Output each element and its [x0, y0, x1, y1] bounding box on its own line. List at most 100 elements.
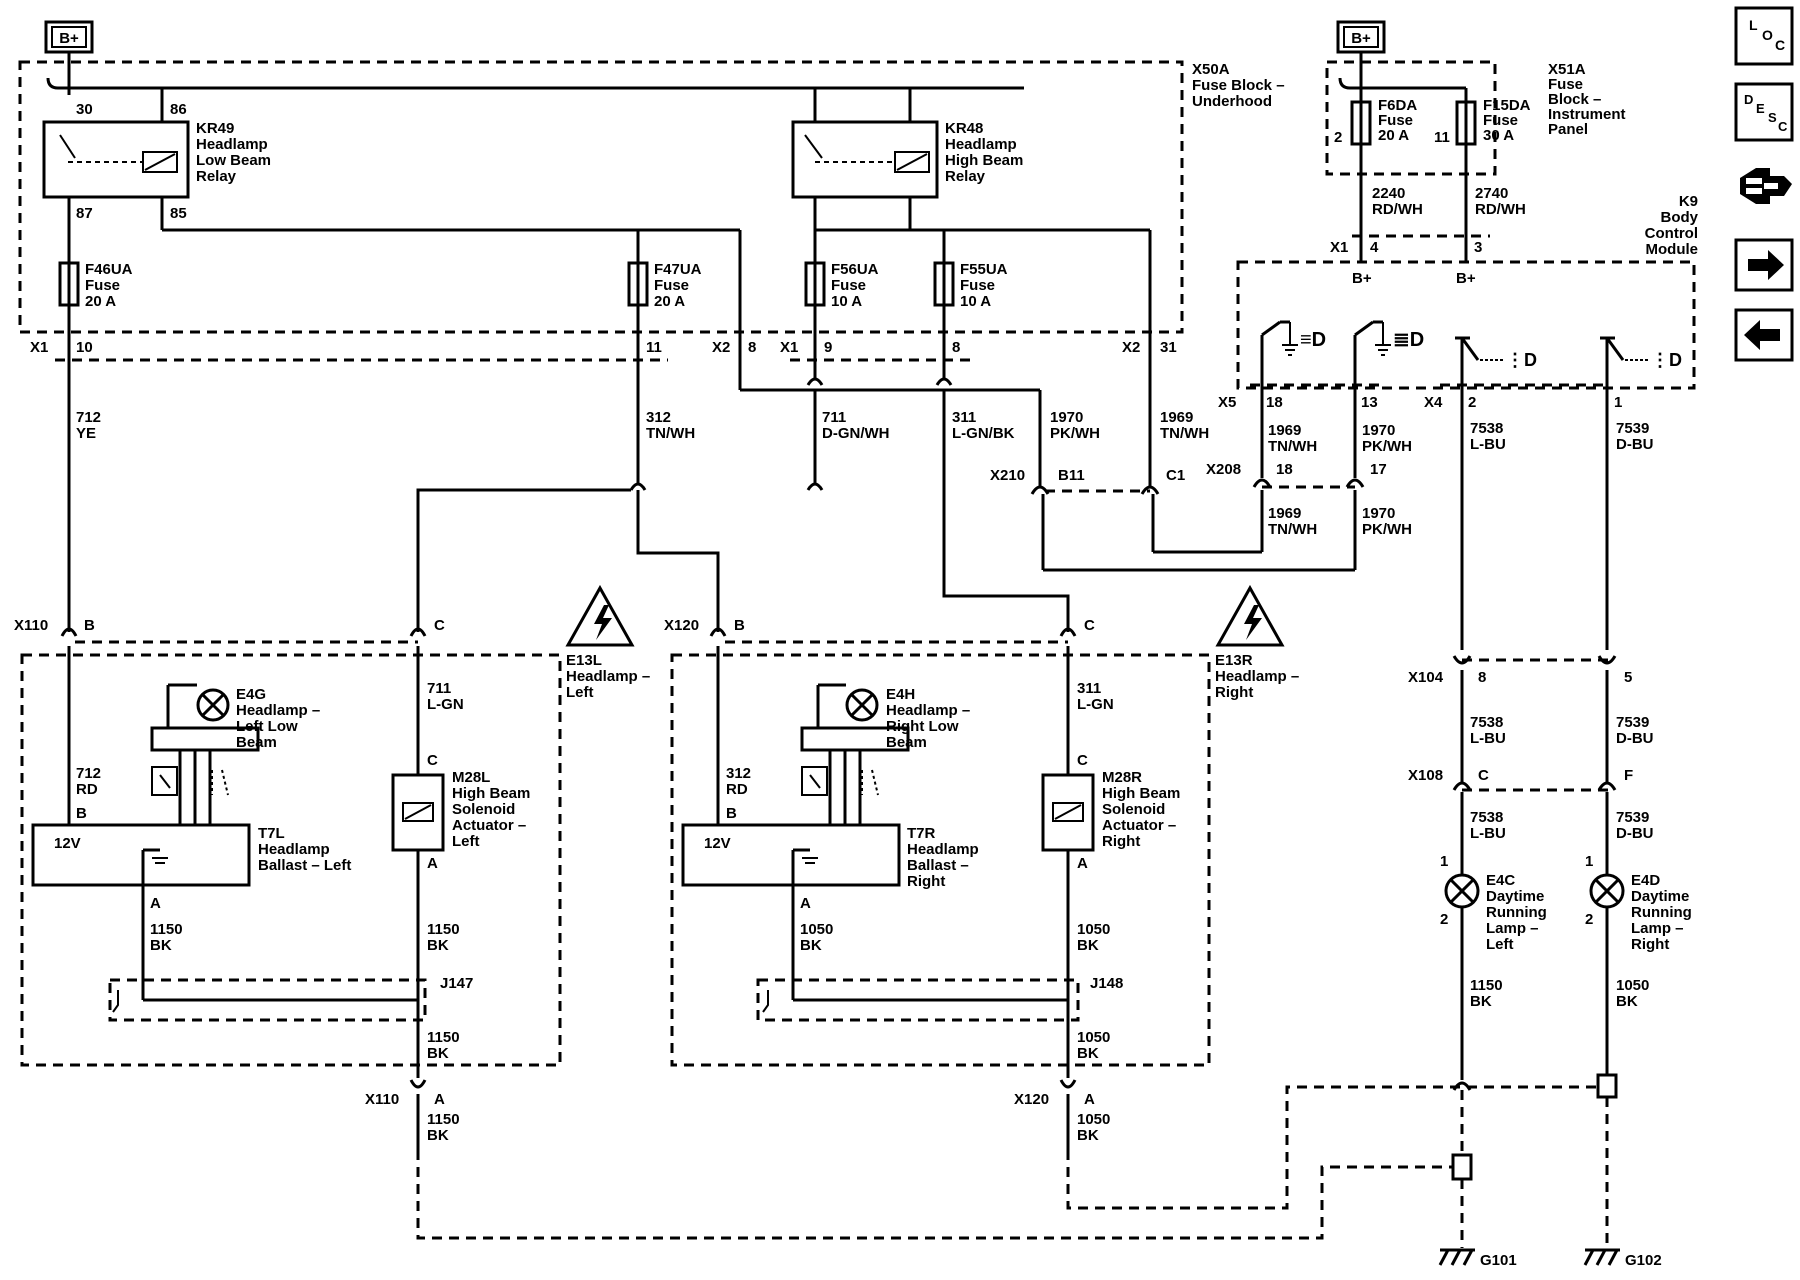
- fuse-f15da: [1455, 100, 1477, 146]
- f15da-type: Fuse: [1483, 112, 1518, 129]
- x51a-label-line2: Block –: [1548, 91, 1601, 108]
- f47ua-type: Fuse: [654, 277, 689, 294]
- k9-low-beam-output-switch: [1260, 320, 1298, 385]
- t7r-voltage: 12V: [704, 835, 731, 852]
- x1-pin10: 10: [76, 339, 93, 356]
- w311lgn-color: L-GN/BK: [952, 425, 1015, 442]
- e4h-low-beam-lamp: [800, 683, 910, 825]
- x108-pin-f: F: [1624, 767, 1633, 784]
- m28l-solenoid-actuator: [391, 773, 445, 852]
- high-beam-icon: ≣D: [1393, 329, 1424, 351]
- kr49-label-line3: Relay: [196, 168, 237, 185]
- w1970top-num: 1970: [1050, 409, 1083, 426]
- f6da-label: F6DA: [1378, 97, 1417, 114]
- kr49-label-line2: Low Beam: [196, 152, 271, 169]
- kr49-pin-30: 30: [76, 101, 93, 118]
- description-button[interactable]: D E S C: [1734, 82, 1794, 142]
- w1150e-color: BK: [1470, 993, 1492, 1010]
- svg-text:E: E: [1756, 101, 1765, 116]
- w7539b-num: 7539: [1616, 714, 1649, 731]
- fuse-f55ua: [933, 261, 955, 307]
- x5-label: X5: [1218, 394, 1236, 411]
- w7538b-color: L-BU: [1470, 730, 1506, 747]
- w1970b-color: PK/WH: [1362, 521, 1412, 538]
- e13l-label-line1: Headlamp –: [566, 668, 650, 685]
- x110-pin-c: C: [434, 617, 445, 634]
- w711dgn-num: 711: [822, 409, 846, 426]
- m28l-label-line4: Left: [452, 833, 480, 850]
- x104-label: X104: [1408, 669, 1444, 686]
- w312tnwh-num: 312: [646, 409, 671, 426]
- w711dgn-color: D-GN/WH: [822, 425, 890, 442]
- w711lgn-num: 711: [427, 680, 451, 697]
- m28r-label-line1: High Beam: [1102, 785, 1180, 802]
- x110-pin-a: A: [434, 1091, 445, 1108]
- kr49-label-line1: Headlamp: [196, 136, 268, 153]
- x208-pin18: 18: [1276, 461, 1293, 478]
- w7538b-num: 7538: [1470, 714, 1503, 731]
- f56ua-type: Fuse: [831, 277, 866, 294]
- w2240-num: 2240: [1372, 185, 1405, 202]
- kr49-relay: [42, 120, 190, 263]
- w1050d-num: 1050: [1077, 1111, 1110, 1128]
- e4d-drl-lamp-right: [1589, 873, 1625, 909]
- f56ua-rating: 10 A: [831, 293, 862, 310]
- esd-warning-icon: [1215, 584, 1285, 647]
- x4-label: X4: [1424, 394, 1443, 411]
- w7538a-color: L-BU: [1470, 436, 1506, 453]
- w7538a-num: 7538: [1470, 420, 1503, 437]
- x51a-fuse-block-outline: [1325, 60, 1497, 176]
- m28l-pin-a: A: [427, 855, 438, 872]
- w2240-color: RD/WH: [1372, 201, 1423, 218]
- kr49-label: KR49: [196, 120, 234, 137]
- bplus-left-label: B+: [59, 30, 79, 47]
- w1050c-color: BK: [1077, 1045, 1099, 1062]
- x104-pin5: 5: [1624, 669, 1632, 686]
- e4g-label: E4G: [236, 686, 266, 703]
- fuse-f46ua: [58, 261, 80, 307]
- f56ua-label: F56UA: [831, 261, 879, 278]
- e4h-label-line2: Right Low: [886, 718, 959, 735]
- w712ye-num: 712: [76, 409, 101, 426]
- w1050a-num: 1050: [800, 921, 833, 938]
- w2740-color: RD/WH: [1475, 201, 1526, 218]
- e4d-label: E4D: [1631, 872, 1660, 889]
- x5-pin18: 18: [1266, 394, 1283, 411]
- x2-pin31: 31: [1160, 339, 1177, 356]
- kr48-label-line3: Relay: [945, 168, 986, 185]
- kr48-label: KR48: [945, 120, 983, 137]
- e13l-label-line2: Left: [566, 684, 594, 701]
- e4d-label-line2: Running: [1631, 904, 1692, 921]
- connector-button[interactable]: [1740, 168, 1792, 204]
- m28l-label-line2: Solenoid: [452, 801, 515, 818]
- m28r-pin-c: C: [1077, 752, 1088, 769]
- w1150c-num: 1150: [427, 1029, 460, 1046]
- f47ua-rating: 20 A: [654, 293, 685, 310]
- e4g-label-line1: Headlamp –: [236, 702, 320, 719]
- location-button[interactable]: L O C: [1734, 6, 1794, 66]
- f15da-label: F15DA: [1483, 97, 1531, 114]
- previous-button[interactable]: [1734, 308, 1794, 362]
- t7l-label-line1: Headlamp: [258, 841, 330, 858]
- k9-high-beam-output-switch: [1353, 320, 1391, 385]
- w1150a-num: 1150: [150, 921, 183, 938]
- x4-pin1: 1: [1614, 394, 1622, 411]
- x210-pin-c1: C1: [1166, 467, 1185, 484]
- k9-drl-right-output-switch: [1600, 336, 1650, 385]
- e4d-pin2: 2: [1585, 911, 1593, 928]
- w311lgn2-color: L-GN: [1077, 696, 1114, 713]
- t7r-ballast-right: [681, 823, 901, 887]
- e13r-label-line1: Headlamp –: [1215, 668, 1299, 685]
- e4h-label-line1: Headlamp –: [886, 702, 970, 719]
- next-button[interactable]: [1734, 238, 1794, 292]
- w311lgn-num: 311: [952, 409, 976, 426]
- t7l-ballast-left: [31, 823, 251, 887]
- w312rd-color: RD: [726, 781, 748, 798]
- x50a-label-line2: Underhood: [1192, 93, 1272, 110]
- e4c-label: E4C: [1486, 872, 1515, 889]
- x2-label: X2: [712, 339, 730, 356]
- e4g-low-beam-lamp: [150, 683, 260, 825]
- t7r-label-line2: Ballast –: [907, 857, 969, 874]
- t7r-pin-a: A: [800, 895, 811, 912]
